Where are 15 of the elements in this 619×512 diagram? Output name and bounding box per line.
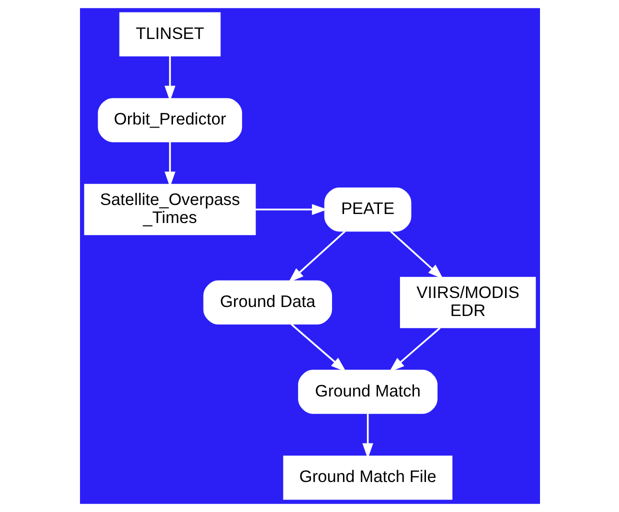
arrow: [388, 327, 440, 372]
arrow: [362, 414, 373, 459]
arrow: [288, 230, 346, 283]
node-box: TLINSET: [118, 12, 220, 56]
node-box: Ground Match: [298, 370, 438, 414]
arrow: [290, 324, 346, 372]
node-box: Ground Match File: [282, 456, 452, 500]
node-box: VIIRS/MODIS EDR: [399, 276, 536, 328]
arrow: [254, 204, 327, 215]
node-box: Satellite_Overpass _Times: [84, 184, 256, 236]
node-box: Orbit_Predictor: [97, 98, 242, 142]
node-box: PEATE: [324, 187, 411, 232]
arrow: [164, 56, 175, 102]
node-box: Ground Data: [202, 280, 332, 325]
arrow: [389, 230, 443, 280]
